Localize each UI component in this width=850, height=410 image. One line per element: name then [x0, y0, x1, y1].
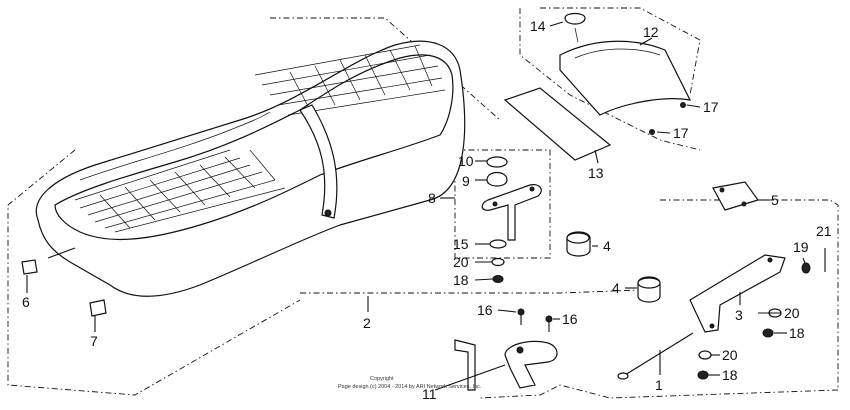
front-pleats: [74, 149, 286, 233]
callout-16-right: 16: [562, 311, 578, 327]
rubber-parts: [566, 181, 759, 303]
callout-11: 11: [422, 386, 437, 402]
callout-3: 3: [735, 307, 743, 323]
tail-cover-assembly: [503, 12, 692, 161]
callout-numbers: 1 2 3 4 4 5 6 7 8 9 10 11 12 13 14 15 16…: [22, 18, 832, 402]
callout-20-rod: 20: [722, 347, 738, 363]
callout-9: 9: [462, 173, 470, 189]
seat-assembly: [35, 40, 466, 297]
callout-16-left: 16: [477, 302, 493, 318]
copyright-line-1: Copyright: [370, 376, 394, 382]
callout-15: 15: [453, 236, 469, 252]
callout-18-rod: 18: [722, 367, 738, 383]
rear-pleats: [254, 44, 446, 116]
callout-6: 6: [22, 294, 30, 310]
hinge-assembly: [617, 248, 826, 380]
callout-1: 1: [655, 377, 663, 393]
callout-2: 2: [363, 315, 371, 331]
callout-20-lock: 20: [453, 254, 469, 270]
callout-19: 19: [793, 239, 809, 255]
callout-8: 8: [428, 190, 436, 206]
callout-7: 7: [90, 333, 98, 349]
copyright-line-2: Page design (c) 2004 - 2014 by ARI Netwo…: [338, 384, 482, 390]
callout-17-lower: 17: [673, 125, 689, 141]
callout-14: 14: [530, 18, 546, 34]
copyright-notice: Copyright Page design (c) 2004 - 2014 by…: [338, 376, 482, 390]
leader-lines: [26, 21, 806, 391]
callout-18-bracket: 18: [789, 325, 805, 341]
callout-4-upper: 4: [603, 238, 611, 254]
callout-18-lock: 18: [453, 272, 469, 288]
callout-21: 21: [816, 223, 832, 239]
callout-12: 12: [643, 24, 659, 40]
callout-20-bracket: 20: [784, 305, 800, 321]
seat-lock-assembly: [481, 156, 542, 283]
callout-17-upper: 17: [703, 99, 719, 115]
callout-5: 5: [771, 192, 779, 208]
callout-10: 10: [458, 153, 474, 169]
callout-4-lower: 4: [612, 280, 620, 296]
callout-13: 13: [588, 165, 604, 181]
